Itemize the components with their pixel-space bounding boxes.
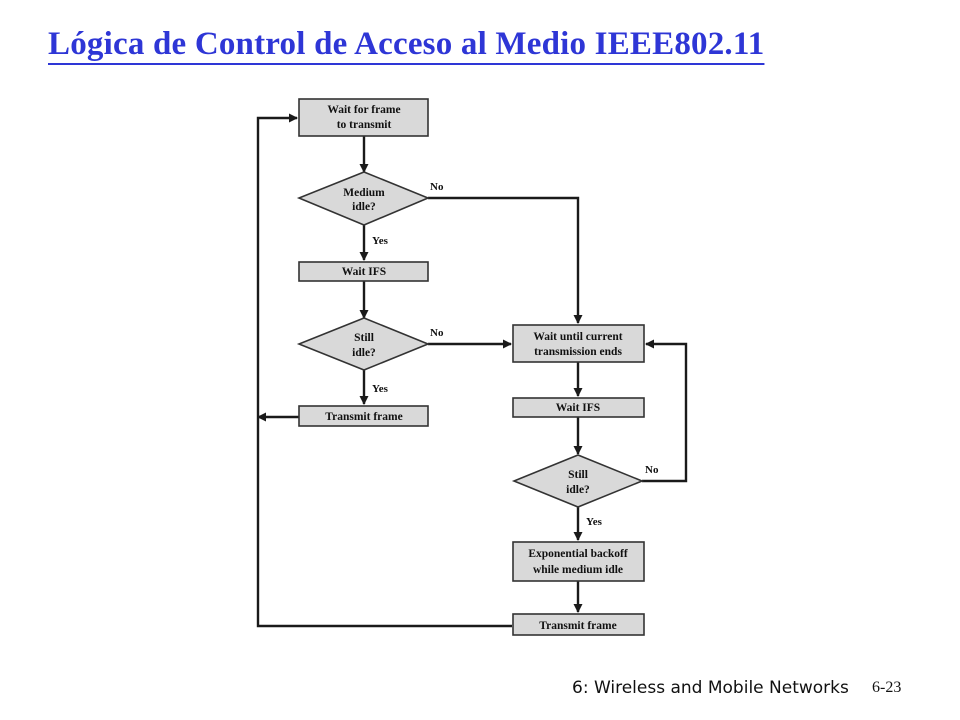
decision-medium-idle-line1: Medium bbox=[343, 187, 385, 199]
decision-medium-idle: Medium idle? bbox=[296, 171, 431, 226]
label-still-idle-2-no: No bbox=[645, 464, 659, 476]
node-wait-until-transmission-ends: Wait until current transmission ends bbox=[512, 324, 645, 363]
node-backoff-line1: Exponential backoff bbox=[528, 548, 628, 560]
decision-still-idle-2-line2: idle? bbox=[566, 484, 590, 496]
label-medium-idle-no: No bbox=[430, 181, 444, 193]
node-transmit-frame-1: Transmit frame bbox=[298, 405, 429, 427]
decision-still-idle-2-line1: Still bbox=[568, 469, 588, 481]
label-still-idle-1-yes: Yes bbox=[372, 383, 389, 395]
node-wait-for-frame: Wait for frame to transmit bbox=[298, 98, 429, 137]
edge-still-idle-2-no bbox=[642, 339, 688, 483]
label-still-idle-2-yes: Yes bbox=[586, 516, 603, 528]
node-wait-for-frame-line2: to transmit bbox=[337, 119, 392, 131]
footer-page-number: 6-23 bbox=[872, 679, 902, 696]
node-wait-until-line1: Wait until current bbox=[533, 331, 622, 343]
node-wait-ifs-2: Wait IFS bbox=[512, 397, 645, 418]
decision-still-idle-1: Still idle? bbox=[296, 317, 431, 371]
footer-chapter: 6: Wireless and Mobile Networks bbox=[572, 678, 849, 698]
slide-title: Lógica de Control de Acceso al Medio IEE… bbox=[48, 26, 765, 62]
node-backoff-line2: while medium idle bbox=[533, 564, 623, 576]
decision-still-idle-2: Still idle? bbox=[511, 454, 645, 508]
node-transmit-frame-2: Transmit frame bbox=[512, 613, 645, 636]
decision-medium-idle-line2: idle? bbox=[352, 201, 376, 213]
node-wait-until-line2: transmission ends bbox=[534, 346, 622, 358]
node-wait-for-frame-line1: Wait for frame bbox=[327, 104, 400, 116]
decision-still-idle-1-line2: idle? bbox=[352, 347, 376, 359]
connectors bbox=[256, 113, 688, 628]
node-wait-ifs-2-label: Wait IFS bbox=[556, 402, 600, 414]
label-still-idle-1-no: No bbox=[430, 327, 444, 339]
node-transmit-frame-1-label: Transmit frame bbox=[325, 411, 402, 423]
node-exponential-backoff: Exponential backoff while medium idle bbox=[512, 541, 645, 582]
label-medium-idle-yes: Yes bbox=[372, 235, 389, 247]
node-wait-ifs-1: Wait IFS bbox=[298, 261, 429, 282]
edge-transmit-2-loop-back bbox=[256, 113, 512, 628]
edge-medium-idle-no bbox=[428, 196, 583, 324]
node-wait-ifs-1-label: Wait IFS bbox=[342, 266, 386, 278]
decision-still-idle-1-line1: Still bbox=[354, 332, 374, 344]
node-transmit-frame-2-label: Transmit frame bbox=[539, 620, 616, 632]
